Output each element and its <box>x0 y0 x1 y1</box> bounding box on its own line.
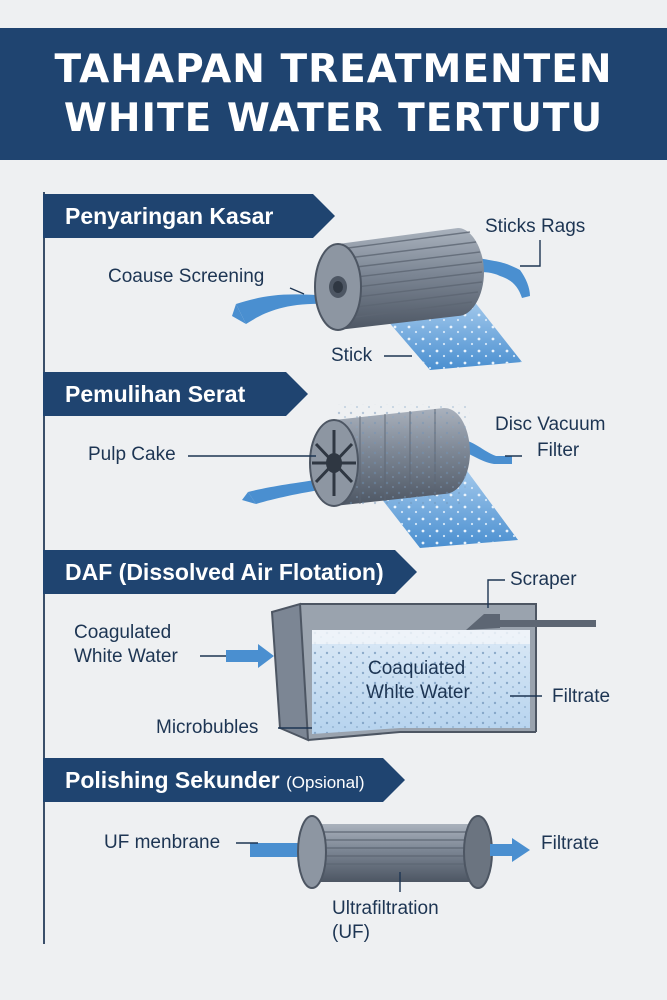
scraper-arm <box>496 620 596 627</box>
section-3-heading: DAF (Dissolved Air Flotation) <box>43 550 417 594</box>
label-scraper: Scraper <box>510 569 577 590</box>
section-1-heading: Penyaringan Kasar <box>43 194 335 238</box>
section-3-heading-text: DAF (Dissolved Air Flotation) <box>65 559 384 585</box>
label-pulp-cake: Pulp Cake <box>88 444 176 465</box>
label-tank-line2: Whlte Water <box>366 682 470 703</box>
leader-lines <box>188 240 542 892</box>
scraper-blade <box>466 614 500 630</box>
label-disc-vacuum: Disc Vacuum <box>495 414 606 435</box>
uf-outlet-arrow <box>490 844 514 856</box>
title-line-2: WHITE WATER TERTUTU <box>63 96 604 141</box>
uf-membrane-module <box>250 815 530 889</box>
uf-inlet-pipe <box>250 843 310 857</box>
label-uf-filtrate: Filtrate <box>541 833 600 854</box>
label-inlet-line2: White Water <box>74 646 178 667</box>
coarse-screen-drum <box>232 228 530 370</box>
title-banner: TAHAPAN TREATMENTEN WHITE WATER TERTUTU <box>0 28 667 160</box>
daf-inlet-arrow <box>226 650 260 662</box>
screen-inlet-stream <box>236 294 330 324</box>
section-2-heading-text: Pemulihan Serat <box>65 381 246 407</box>
daf-tank <box>226 602 596 742</box>
label-inlet-line1: Coagulated <box>74 622 172 643</box>
label-uf-membrane: UF menbrane <box>104 832 221 853</box>
section-4-heading: Polishing Sekunder (Opsional) <box>43 758 405 802</box>
label-tank-line1: Coaquiated <box>368 658 466 679</box>
label-filter: Filter <box>537 440 580 461</box>
section-4-heading-text: Polishing Sekunder <box>65 767 280 793</box>
section-2-heading: Pemulihan Serat <box>43 372 308 416</box>
label-coarse-screening: Coause Screening <box>108 266 265 287</box>
label-daf-filtrate: Filtrate <box>552 686 611 707</box>
daf-froth-layer <box>312 630 530 644</box>
label-uf-abbrev: (UF) <box>332 922 370 943</box>
label-ultrafiltration: Ultrafiltration <box>332 898 439 919</box>
label-stick: Stick <box>331 345 373 366</box>
title-line-1: TAHAPAN TREATMENTEN <box>54 47 613 92</box>
section-1-heading-text: Penyaringan Kasar <box>65 203 274 229</box>
section-4-heading-note: (Opsional) <box>286 773 365 792</box>
rejects-ribbon <box>478 258 530 298</box>
label-microbubbles: Microbubles <box>156 717 259 738</box>
pulp-inlet-stream <box>248 478 330 504</box>
disc-vacuum-filter <box>242 404 518 548</box>
label-sticks-rags: Sticks Rags <box>485 216 586 237</box>
